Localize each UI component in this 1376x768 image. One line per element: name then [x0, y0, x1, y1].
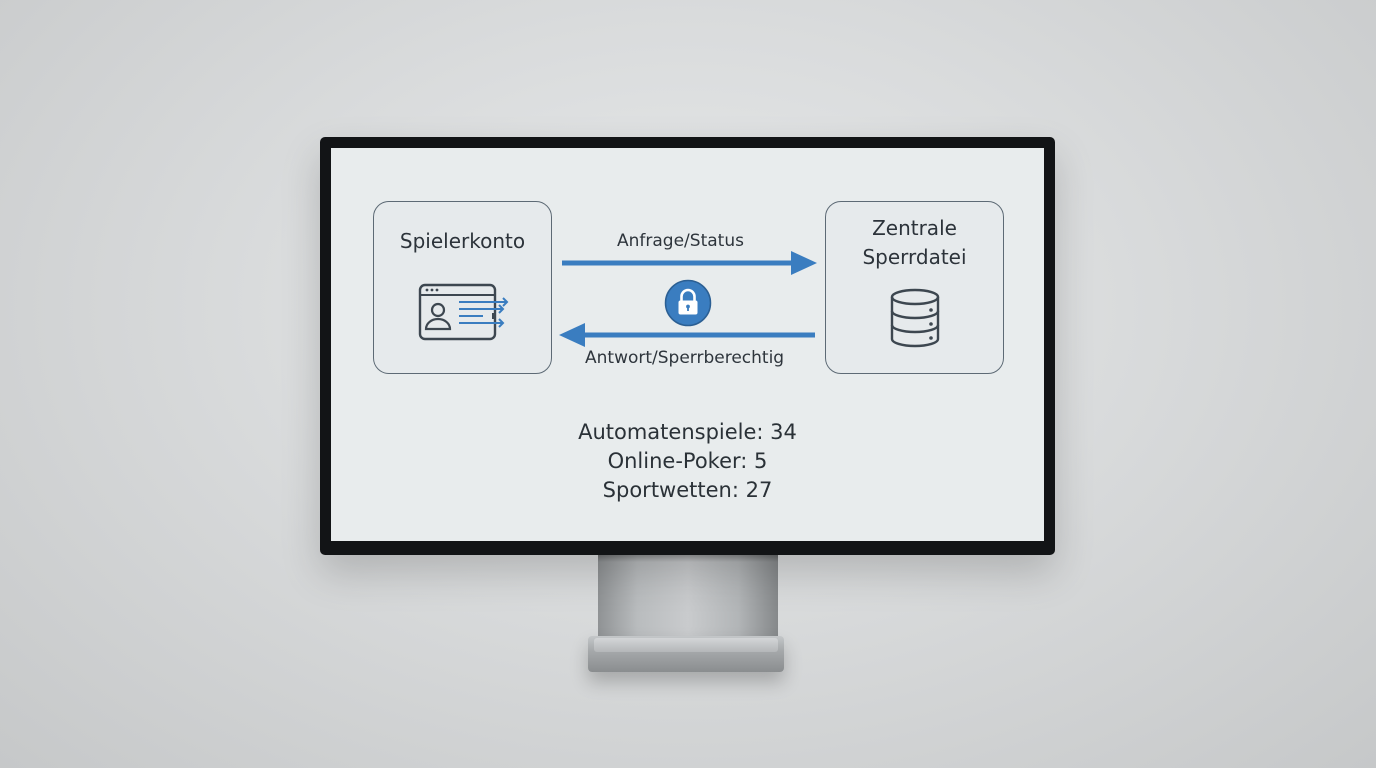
response-arrow — [559, 323, 815, 347]
lock-icon — [664, 279, 712, 327]
stat-slot-games: Automatenspiele: 34 — [578, 420, 797, 444]
central-block-file-title-line2: Sperrdatei — [862, 245, 967, 269]
stat-sports-betting: Sportwetten: 27 — [602, 478, 773, 502]
flow-arrows — [559, 251, 817, 347]
stat-online-poker: Online-Poker: 5 — [607, 449, 768, 473]
request-label: Anfrage/Status — [617, 231, 744, 251]
monitor-stand-base — [588, 636, 784, 672]
database-icon — [890, 288, 940, 348]
request-arrow — [562, 251, 817, 275]
player-account-title: Spielerkonto — [399, 229, 526, 253]
monitor: Anfrage/Status Antwort/Sperrberechtig Sp… — [320, 137, 1055, 555]
player-account-box: Spielerkonto — [373, 201, 552, 374]
user-profile-transfer-icon — [418, 283, 509, 341]
stats-list: Automatenspiele: 34 Online-Poker: 5 Spor… — [331, 418, 1044, 505]
central-block-file-box: Zentrale Sperrdatei — [825, 201, 1004, 374]
monitor-stand-neck — [598, 552, 778, 644]
monitor-screen: Anfrage/Status Antwort/Sperrberechtig Sp… — [331, 148, 1044, 541]
central-block-file-title: Zentrale Sperrdatei — [826, 214, 1003, 272]
response-label: Antwort/Sperrberechtig — [585, 348, 785, 368]
central-block-file-title-line1: Zentrale — [872, 216, 957, 240]
